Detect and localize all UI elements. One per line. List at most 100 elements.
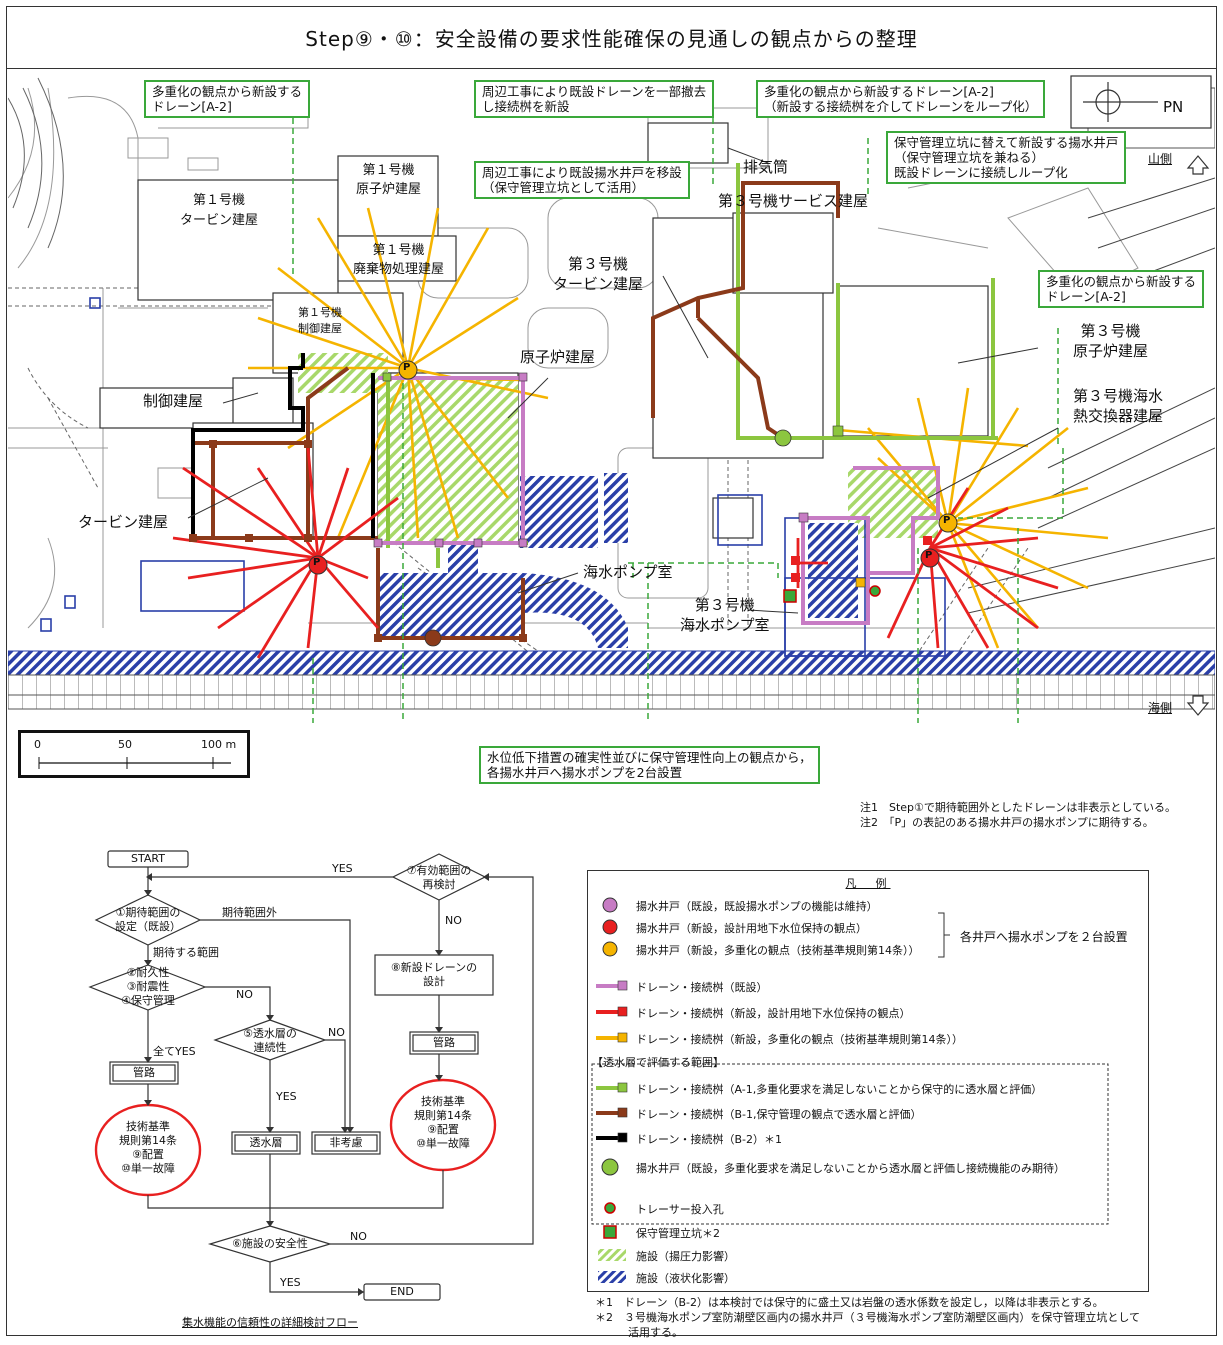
flow-step5: ⑤透水層の 連続性 [243,1027,297,1054]
scale-bar: 0 50 100 m [18,730,250,778]
well-p-label: P [925,550,933,561]
u1-turbine-label: 第１号機 タービン建屋 [180,193,259,228]
reactor-label: 原子炉建屋 [520,348,596,366]
callout-two-pumps: 水位低下措置の確実性並びに保守管理性向上の観点から， 各揚水井戸へ揚水ポンプを2… [479,746,820,784]
footnote-2-cont: 活用する。 [595,1326,683,1339]
legend-maintenance-shaft: 保守管理立坑＊2 [636,1227,720,1240]
map-canvas [8,75,1215,723]
flowchart-lines [88,850,534,1301]
legend-drain-existing: ドレーン・接続桝（既設） [636,981,768,994]
flow-no-4: NO [350,1230,367,1243]
legend-well-permeable: 揚水井戸（既設，多重化要求を満足しないことから透水層と評価し接続機能のみ期待） [636,1162,1065,1175]
legend-two-pumps: 各井戸へ揚水ポンプを２台設置 [960,930,1128,944]
existing-drains [378,376,940,625]
legend-symbols [591,897,1109,1283]
u3-turbine-label: 第３号機 タービン建屋 [553,255,644,293]
callout-partial-removal: 周辺工事により既設ドレーンを一部撤去 し接続桝を新設 [474,80,715,118]
flow-step2-4: ②耐久性 ③耐震性 ④保守管理 [121,966,175,1007]
liquefaction-areas [8,473,1215,705]
flow-step8: ⑧新設ドレーンの 設計 [390,961,478,988]
page-frame [6,6,1217,1336]
legend-well-new-multiplex: 揚水井戸（新設，多重化の観点（技術基準規則第14条）） [636,944,920,957]
callout-relocated-well: 周辺工事により既設揚水井戸を移設 （保守管理立坑として活用） [474,161,690,199]
compass-label: PN [1163,98,1184,116]
legend-liquefaction-facility: 施設（液状化影響） [636,1272,735,1285]
right-terrain [967,177,1215,614]
seawater-pump-label: 海水ポンプ室 [583,563,673,581]
callout-loop-drain: 多重化の観点から新設するドレーン[A-2] （新設する接続桝を介してドレーンをル… [756,80,1046,118]
sea-side-label: 海側 [1148,701,1173,715]
flow-yes-3: YES [280,1276,301,1289]
flow-no-2: NO [328,1026,345,1039]
notes: 注1 Step①で期待範囲外としたドレーンは非表示としている。 注2 「P」の表… [860,800,1176,830]
legend-drain-new-design: ドレーン・接続桝（新設，設計用地下水位保持の観点） [636,1007,911,1020]
callout-new-drain-a2-left: 多重化の観点から新設する ドレーン[A-2] [144,80,311,118]
legend-drain-b1: ドレーン・接続桝（B-1,保守管理の観点で透水層と評価） [636,1108,922,1121]
stack-label: 排気筒 [743,158,789,176]
flow-mgmt-1: 管路 [133,1066,155,1079]
note-2: 注2 「P」の表記のある揚水井戸の揚水ポンプに期待する。 [860,816,1154,829]
flow-permeable: 透水層 [249,1136,283,1149]
legend-tracer-hole: トレーサー投入孔 [636,1203,724,1216]
legend-drain-b2: ドレーン・接続桝（B-2）＊1 [636,1133,782,1146]
footnote-1: ＊1 ドレーン（B-2）は本検討では保守的に盛土又は岩盤の透水係数を設定し，以降… [595,1296,1104,1309]
turbine-label: タービン建屋 [78,513,169,531]
well-p-label: P [403,362,411,373]
u3-reactor-label: 第３号機 原子炉建屋 [1073,322,1149,360]
well-p-label: P [313,557,321,568]
legend-title: 凡 例 [845,877,891,890]
flow-out-of-range: 期待範囲外 [222,906,277,919]
catch-basins [189,372,932,647]
callout-leaders [292,108,1064,723]
a1-drains [380,163,998,568]
legend-uplift-facility: 施設（揚圧力影響） [636,1250,735,1263]
u1-reactor-label: 第１号機 原子炉建屋 [356,163,422,197]
control-label: 制御建屋 [143,392,204,410]
scale-hundred: 100 m [201,738,237,751]
u1-control-label: 第１号機 制御建屋 [298,306,342,335]
site-map: PN 山側 海側 第１号機 タービン建屋 第１号機 原子炉建屋 第１号機 廃棄物… [8,68,1215,723]
legend-permeable-title: 【透水層で評価する範囲】 [592,1056,724,1069]
direction-arrows [1186,155,1210,716]
legend: 凡 例 揚水井戸（既設，既設揚水ポンプの機能は維持） 揚水井戸（新設，設計用地下… [587,870,1149,1292]
b2-drains [191,353,375,538]
legend-drain-a1: ドレーン・接続桝（A-1,多重化要求を満足しないことから保守的に透水層と評価） [636,1083,1043,1096]
page-title: Step⑨・⑩：安全設備の要求性能確保の見通しの観点からの整理 [6,6,1217,69]
label-leaders [187,147,1059,614]
footnote-2: ＊2 ３号機海水ポンプ室防潮壁区画内の揚水井戸（３号機海水ポンプ室防潮壁区画内）… [595,1311,1141,1324]
legend-well-new-design: 揚水井戸（新設，設計用地下水位保持の観点） [636,922,867,935]
flow-tech14-right: 技術基準 規則第14条 ⑨配置 ⑩単一故障 [414,1095,472,1150]
flow-no-1: NO [236,988,253,1001]
compass [1070,75,1212,129]
scale-zero: 0 [34,738,41,751]
callout-new-well: 保守管理立坑に替えて新設する揚水井戸 （保守管理立坑を兼ねる） 既設ドレーンに接… [886,131,1127,184]
u3-pump-label: 第３号機 海水ポンプ室 [680,596,770,634]
uplift-areas [298,353,938,543]
well-p-label: P [943,515,951,526]
flow-yes-1: YES [276,1090,297,1103]
mountain-side-label: 山側 [1148,152,1173,166]
flow-step1: ①期待範囲の 設定（既設） [115,906,181,933]
scale-fifty: 50 [118,738,132,751]
u3-hx-label: 第３号機海水 熱交換器建屋 [1073,387,1164,425]
flowchart: START ①期待範囲の 設定（既設） 期待範囲外 期待する範囲 ②耐久性 ③耐… [40,840,580,1330]
flow-yes-2: YES [332,862,353,875]
flow-all-yes: 全てYES [153,1045,196,1058]
flow-step7: ⑦有効範囲の 再検討 [406,864,472,891]
rail-tracks [8,87,1215,710]
u1-waste-label: 第１号機 廃棄物処理建屋 [353,243,445,277]
u3-service-label: 第３号機サービス建屋 [718,192,869,210]
legend-drain-new-multiplex: ドレーン・接続桝（新設，多重化の観点（技術基準規則第14条）） [636,1033,963,1046]
left-slope [8,77,64,249]
flow-step6: ⑥施設の安全性 [232,1237,308,1250]
callout-new-drain-a2-right: 多重化の観点から新設する ドレーン[A-2] [1038,270,1205,308]
pumping-wells [308,360,958,575]
flow-tech14-left: 技術基準 規則第14条 ⑨配置 ⑩単一故障 [119,1120,177,1175]
flow-end: END [390,1285,414,1298]
legend-well-existing: 揚水井戸（既設，既設揚水ポンプの機能は維持） [636,900,878,913]
note-1: 注1 Step①で期待範囲外としたドレーンは非表示としている。 [860,801,1177,814]
orange-drains [248,207,1109,649]
footnotes: ＊1 ドレーン（B-2）は本検討では保守的に盛土又は岩盤の透水係数を設定し，以降… [595,1295,1140,1340]
b1-drains [191,181,840,640]
flow-caption: 集水機能の信頼性の詳細検討フロー [182,1316,358,1329]
